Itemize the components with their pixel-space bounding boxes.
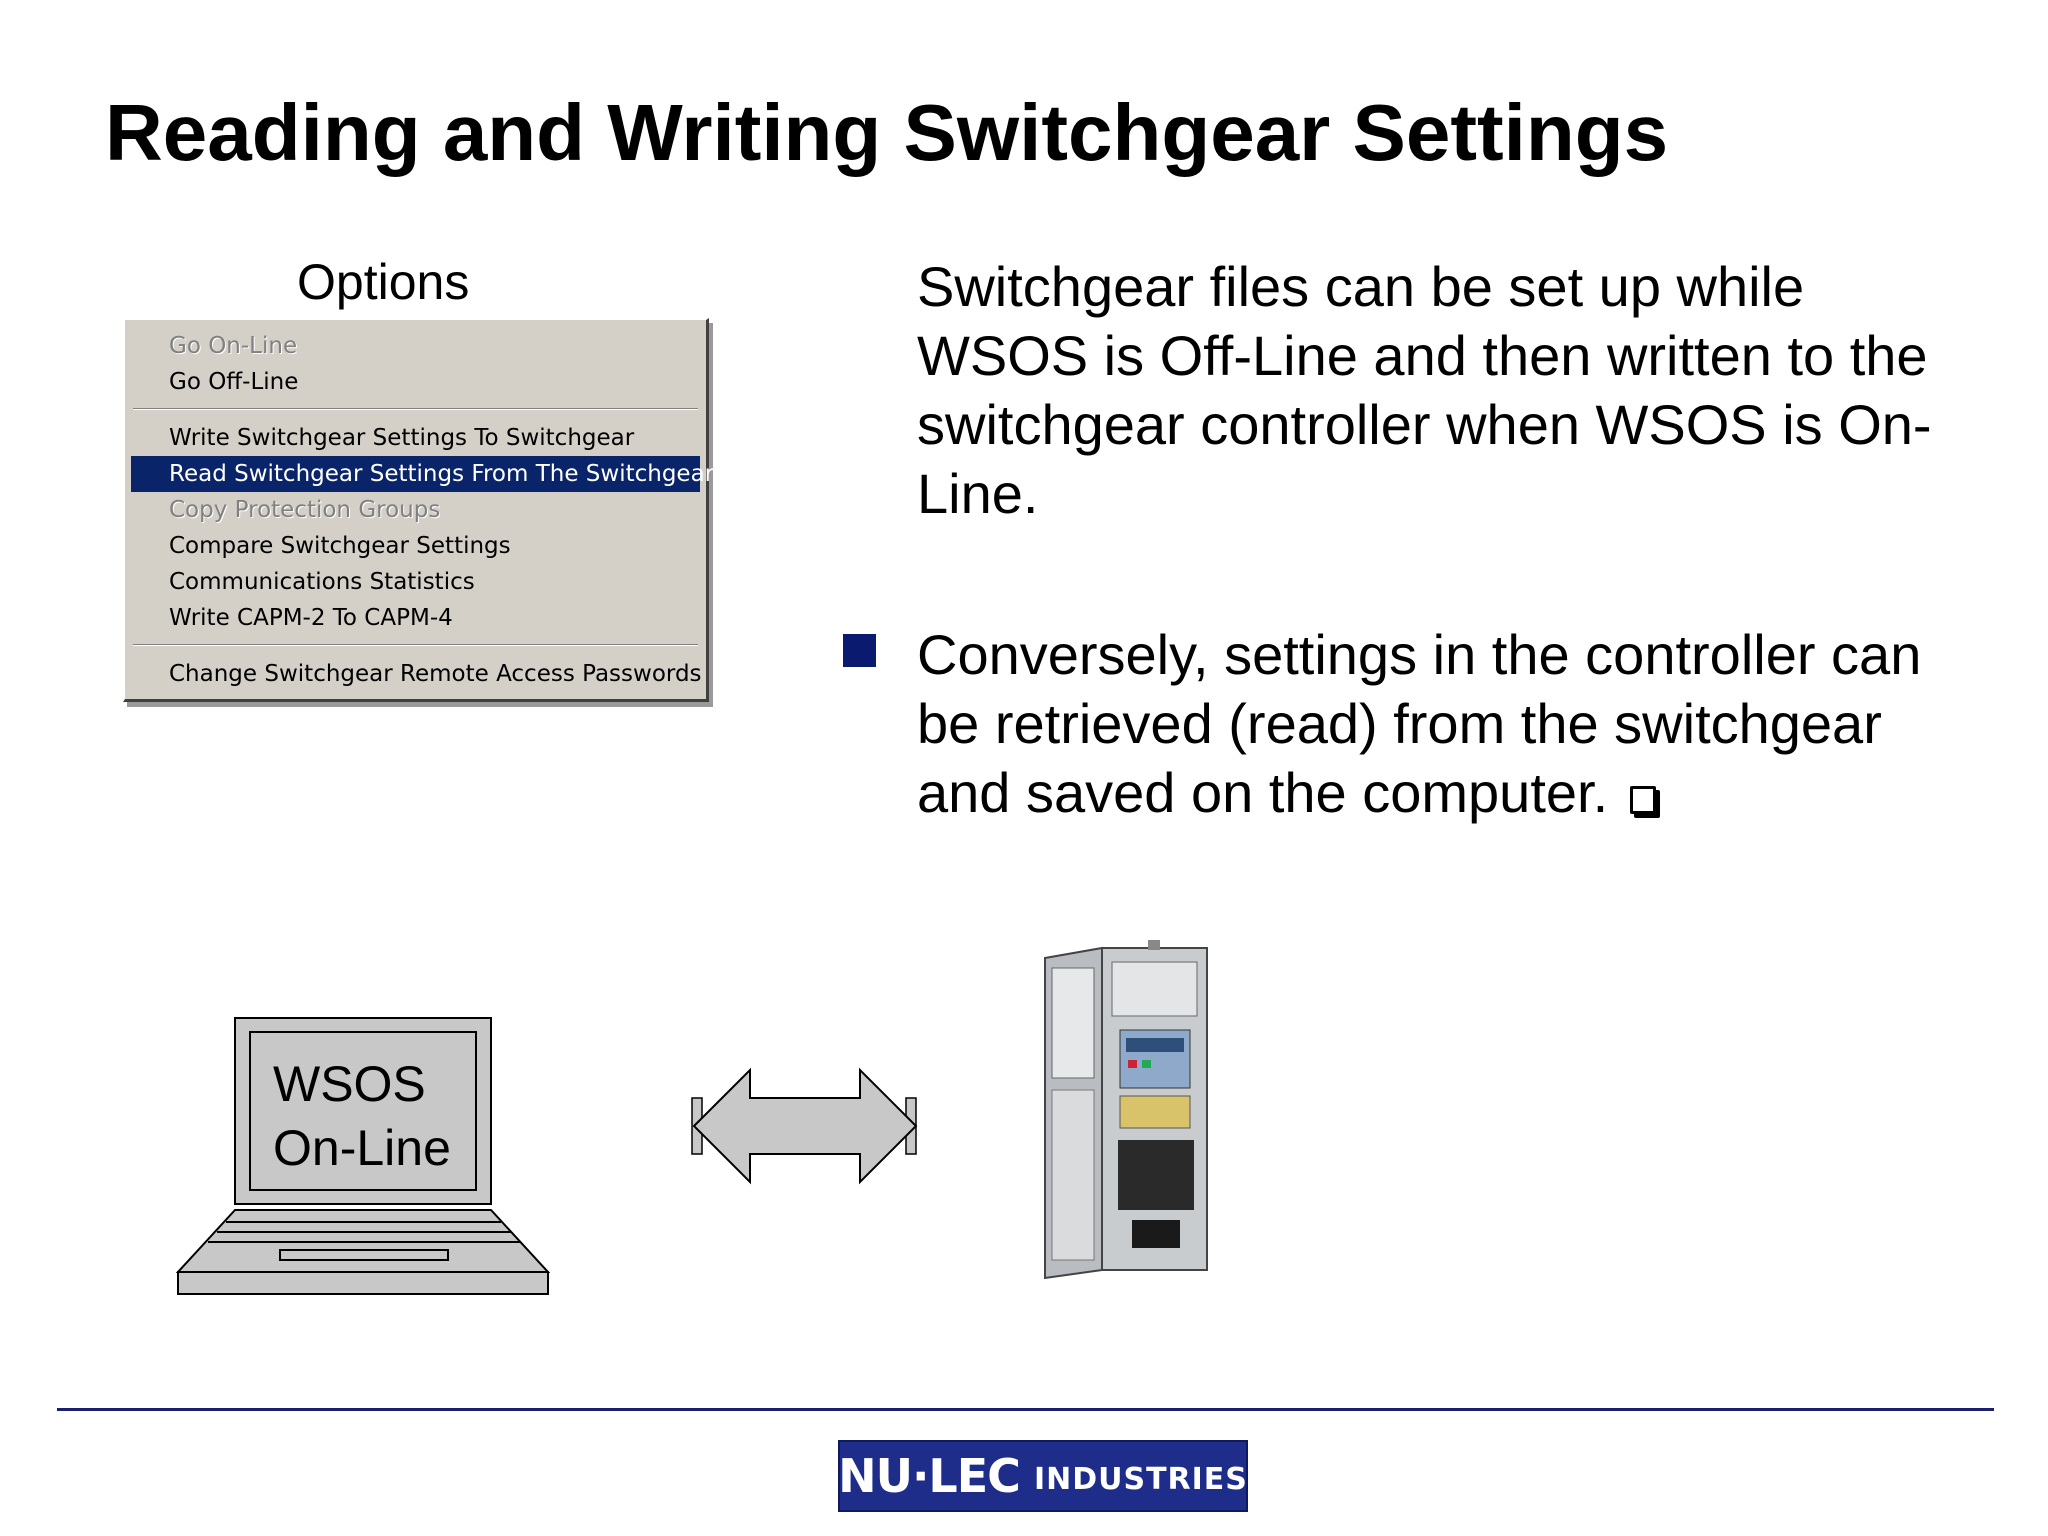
menu-separator — [133, 408, 698, 410]
paragraph-read-settings: Conversely, settings in the controller c… — [917, 620, 1977, 827]
footer-rule — [57, 1408, 1994, 1411]
laptop-label-line-1: WSOS — [273, 1056, 426, 1112]
menu-item-go-offline[interactable]: Go Off-Line — [169, 369, 299, 395]
logo-main-text: NU·LEC — [838, 1449, 1021, 1503]
switchgear-cabinet-icon — [1044, 940, 1208, 1280]
menu-item-write-capm[interactable]: Write CAPM-2 To CAPM-4 — [169, 605, 453, 631]
menu-item-write-settings[interactable]: Write Switchgear Settings To Switchgear — [169, 425, 635, 451]
laptop-label-line-2: On-Line — [273, 1120, 451, 1176]
menu-item-communications-statistics[interactable]: Communications Statistics — [169, 569, 475, 595]
menu-separator — [133, 644, 698, 646]
options-menu-title: Options — [297, 254, 470, 310]
laptop-screen-label: WSOS On-Line — [273, 1052, 451, 1180]
menu-item-read-settings[interactable]: Read Switchgear Settings From The Switch… — [131, 456, 714, 492]
paragraph-offline-setup: Switchgear files can be set up while WSO… — [917, 255, 1932, 525]
double-arrow-icon — [691, 1067, 918, 1185]
paragraph-read-settings-text: Conversely, settings in the controller c… — [917, 623, 1922, 824]
logo-sub-text: INDUSTRIES — [1033, 1461, 1248, 1497]
menu-item-copy-protection-groups[interactable]: Copy Protection Groups — [169, 497, 441, 523]
options-menu: Go On-Line Go Off-Line Write Switchgear … — [123, 318, 714, 702]
menu-item-compare-settings[interactable]: Compare Switchgear Settings — [169, 533, 511, 559]
laptop-icon — [175, 1017, 551, 1295]
menu-item-go-online[interactable]: Go On-Line — [169, 333, 298, 359]
menu-item-change-passwords[interactable]: Change Switchgear Remote Access Password… — [169, 661, 702, 687]
bullet-square-icon — [843, 634, 876, 667]
slide-title: Reading and Writing Switchgear Settings — [105, 88, 1669, 177]
nulec-industries-logo: NU·LEC INDUSTRIES — [838, 1440, 1248, 1512]
end-of-text-icon — [1630, 786, 1657, 814]
